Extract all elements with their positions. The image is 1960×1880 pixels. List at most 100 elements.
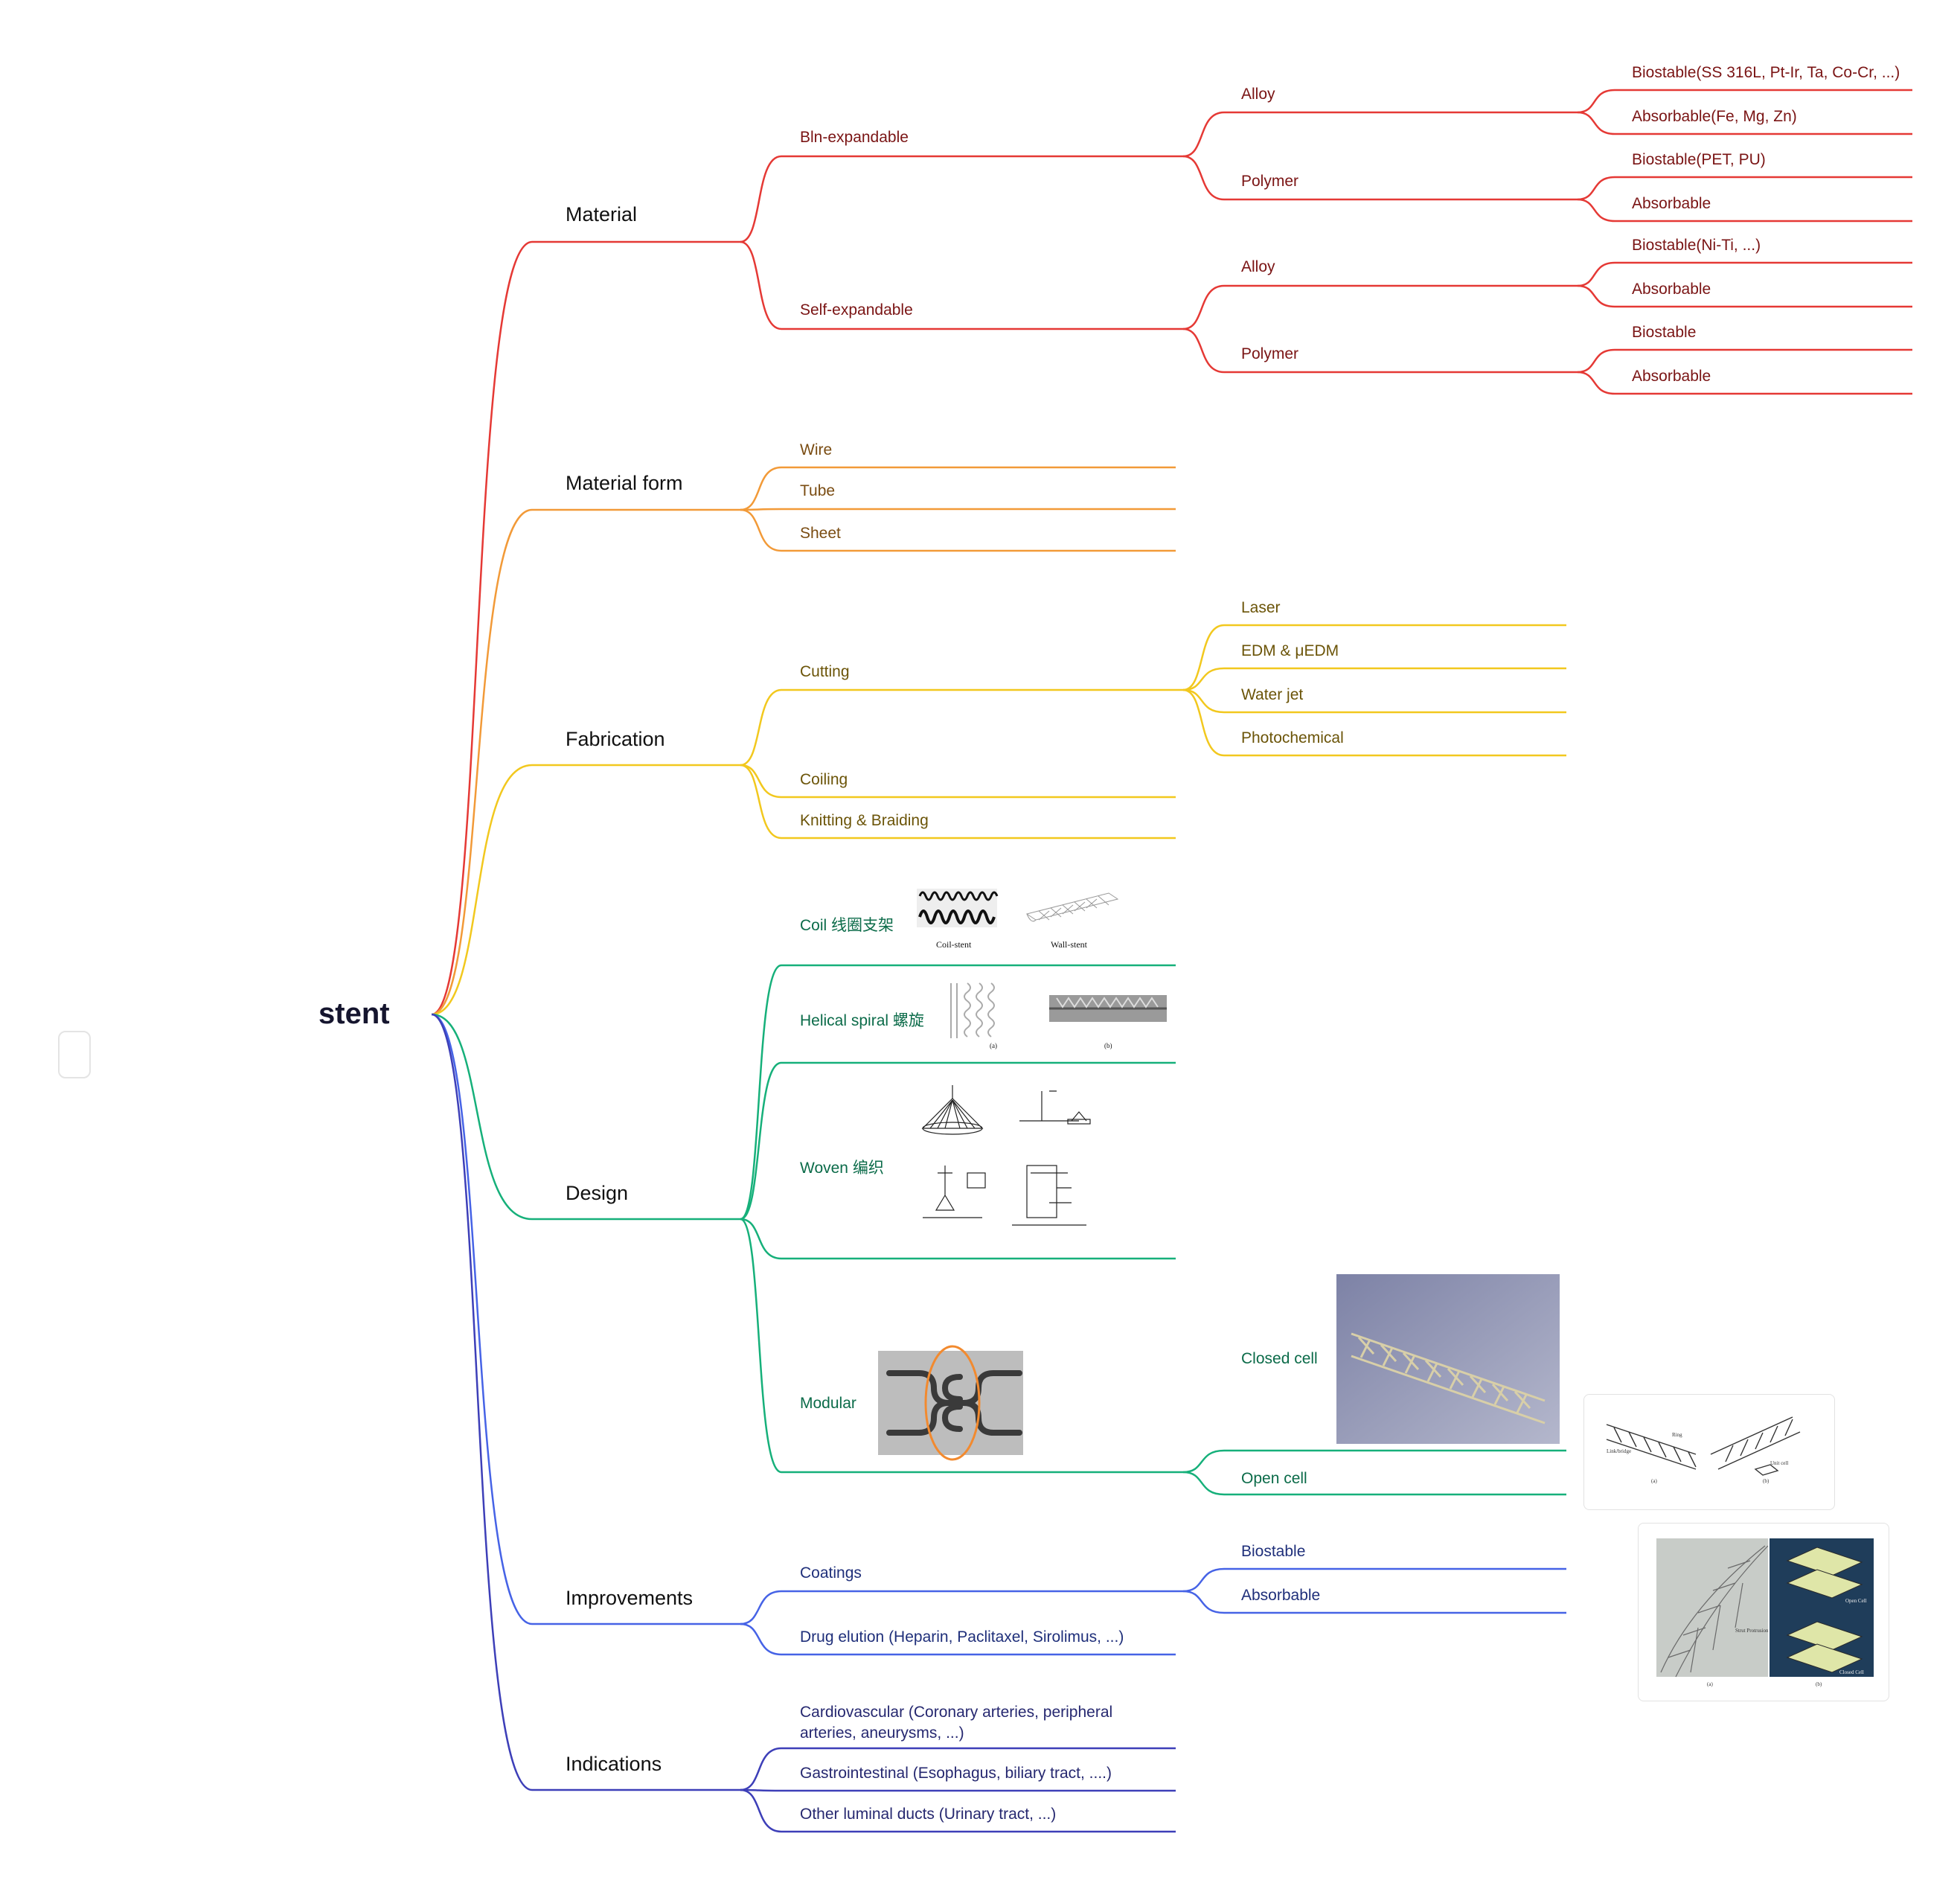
edge-design [431,1013,744,1221]
topic-improvements[interactable]: Improvements [566,1587,694,1609]
topic-cardiovascular[interactable]: Cardiovascular (Coronary arteries, perip… [800,1704,1113,1742]
edge-photochemical [1182,688,1566,757]
coil-stent-image [915,884,1138,950]
topic-self-alloy-biostable[interactable]: Biostable(Ni-Ti, ...) [1632,237,1761,254]
edge-bln-alloy-bio [1577,89,1912,114]
topic-bln-polymer-absorbable[interactable]: Absorbable [1632,195,1711,212]
topic-bln-alloy[interactable]: Alloy [1241,86,1275,103]
branch-lines [431,89,1912,1833]
fig-strut-label: Strut Protrusion [1735,1628,1769,1634]
edge-coatings [740,1590,1183,1625]
wall-caption: Wall-stent [1051,939,1088,950]
edge-edm [1182,667,1566,691]
edge-self-alloy-abs [1577,284,1912,308]
topic-water-jet[interactable]: Water jet [1241,686,1304,703]
fig-unit-label: Unit cell [1770,1460,1789,1466]
topic-coatings[interactable]: Coatings [800,1564,862,1582]
edge-gastro [740,1788,1176,1792]
topic-self-expandable[interactable]: Self-expandable [800,301,913,319]
topic-drug-elution[interactable]: Drug elution (Heparin, Paclitaxel, Sirol… [800,1628,1124,1646]
topic-tube[interactable]: Tube [800,482,836,499]
edge-self-polymer [1182,327,1578,374]
topic-wire[interactable]: Wire [800,441,833,458]
edge-material-form [431,508,744,1016]
closed-cell-photo [1336,1274,1560,1444]
topic-bln-polymer[interactable]: Polymer [1241,173,1299,190]
topic-indications[interactable]: Indications [566,1753,662,1775]
topic-coating-absorbable[interactable]: Absorbable [1241,1587,1321,1604]
edge-cardio [740,1747,1176,1791]
edge-self [740,240,1183,330]
topic-knitting-braiding[interactable]: Knitting & Braiding [800,812,929,829]
edge-self-alloy-bio [1577,261,1912,287]
fig-open-cell-label: Open Cell [1845,1598,1867,1604]
open-cell-figure-card[interactable]: Ring Link/bridge Unit cell (a) (b) [1583,1394,1835,1510]
topic-design[interactable]: Design [566,1182,629,1204]
edge-waterjet [1182,688,1566,714]
edge-self-poly-abs [1577,371,1912,395]
topic-edm[interactable]: EDM & μEDM [1241,642,1339,659]
topic-fabrication[interactable]: Fabrication [566,728,665,750]
edge-material [431,240,744,1016]
edge-drug [740,1622,1176,1656]
edge-helical [740,1061,1176,1221]
fig-b-label: (b) [1763,1478,1770,1484]
edge-fabrication [431,764,744,1016]
canvas-handle[interactable] [58,1031,91,1078]
fig-a-label: (a) [1651,1478,1657,1484]
edge-knitting [740,764,1176,840]
topic-self-alloy[interactable]: Alloy [1241,258,1275,275]
coil-caption: Coil-stent [936,939,972,950]
topic-modular[interactable]: Modular [800,1395,856,1412]
edge-other [740,1788,1176,1833]
edge-indications [431,1013,744,1791]
topic-bln-alloy-biostable[interactable]: Biostable(SS 316L, Pt-Ir, Ta, Co-Cr, ...… [1632,64,1900,81]
fig-a2-label: (a) [1707,1681,1713,1687]
edge-self-poly-bio [1577,348,1912,374]
topic-sheet[interactable]: Sheet [800,525,841,542]
topic-material[interactable]: Material [566,203,638,226]
helical-caption-b: (b) [1104,1042,1112,1049]
topic-helical-spiral[interactable]: Helical spiral 螺旋 [800,1012,924,1029]
edge-closed-cell [1182,1449,1566,1474]
edge-bln-alloy [1182,111,1578,158]
edge-coat-bio [1182,1567,1566,1593]
edge-improvements [431,1013,744,1625]
edge-cutting [740,688,1183,767]
edge-laser [1182,624,1566,691]
fig-link-label: Link/bridge [1607,1448,1632,1454]
topic-self-polymer-absorbable[interactable]: Absorbable [1632,368,1711,385]
helical-spiral-image [945,979,1168,1053]
fig-b2-label: (b) [1816,1681,1822,1687]
edge-tube [740,508,1176,511]
topic-open-cell[interactable]: Open cell [1241,1470,1307,1487]
edge-coil [740,964,1176,1221]
topic-closed-cell[interactable]: Closed cell [1241,1350,1318,1367]
edge-bln-polymer [1182,155,1578,201]
topic-bln-polymer-biostable[interactable]: Biostable(PET, PU) [1632,151,1766,168]
edge-wire [740,466,1176,511]
edge-bln-poly-abs [1577,198,1912,223]
topic-bln-expandable[interactable]: Bln-expandable [800,129,909,146]
topic-woven[interactable]: Woven 编织 [800,1160,884,1177]
edge-coat-abs [1182,1590,1566,1614]
topic-bln-alloy-absorbable[interactable]: Absorbable(Fe, Mg, Zn) [1632,108,1797,125]
topic-cutting[interactable]: Cutting [800,663,850,680]
topic-self-polymer-biostable[interactable]: Biostable [1632,324,1697,341]
topic-laser[interactable]: Laser [1241,599,1281,616]
edge-open-cell [1182,1471,1566,1496]
topic-photochemical[interactable]: Photochemical [1241,729,1344,746]
topic-coating-biostable[interactable]: Biostable [1241,1543,1306,1560]
topic-coiling[interactable]: Coiling [800,771,848,788]
topic-other-luminal[interactable]: Other luminal ducts (Urinary tract, ...) [800,1806,1057,1823]
edge-sheet [740,508,1176,552]
edge-coiling [740,764,1176,799]
topic-self-polymer[interactable]: Polymer [1241,345,1299,362]
root-topic[interactable]: stent [318,997,390,1030]
topic-gastrointestinal[interactable]: Gastrointestinal (Esophagus, biliary tra… [800,1765,1112,1782]
cell-comparison-figure-card[interactable]: Strut Protrusion Open Cell Closed Cell (… [1638,1523,1889,1701]
topic-self-alloy-absorbable[interactable]: Absorbable [1632,281,1711,298]
topic-material-form[interactable]: Material form [566,472,683,494]
topic-coil[interactable]: Coil 线圈支架 [800,917,894,934]
